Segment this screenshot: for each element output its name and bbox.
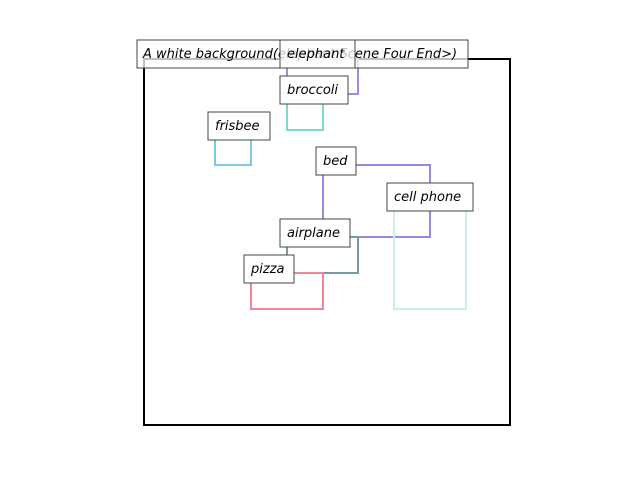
label-broccoli-text: broccoli — [287, 83, 338, 98]
label-elephant-box — [279, 39, 356, 69]
label-pizza: pizza — [243, 254, 295, 284]
label-bed-box — [315, 146, 357, 176]
label-cell-phone: cell phone — [386, 182, 474, 212]
label-airplane-box — [279, 218, 351, 248]
label-airplane-text: airplane — [287, 226, 340, 241]
label-pizza-box — [243, 254, 295, 284]
label-airplane: airplane — [279, 218, 351, 248]
label-bed: bed — [315, 146, 357, 176]
label-frisbee: frisbee — [207, 111, 271, 141]
label-broccoli-box — [279, 75, 349, 105]
label-elephant: elephant — [279, 39, 356, 69]
label-frisbee-text: frisbee — [215, 119, 260, 134]
label-bed-text: bed — [323, 154, 348, 169]
label-cell-phone-box — [386, 182, 474, 212]
label-elephant-text: elephant — [287, 47, 345, 62]
label-cell-phone-text: cell phone — [394, 190, 461, 205]
label-broccoli: broccoli — [279, 75, 349, 105]
label-pizza-text: pizza — [250, 262, 285, 277]
label-frisbee-box — [207, 111, 271, 141]
